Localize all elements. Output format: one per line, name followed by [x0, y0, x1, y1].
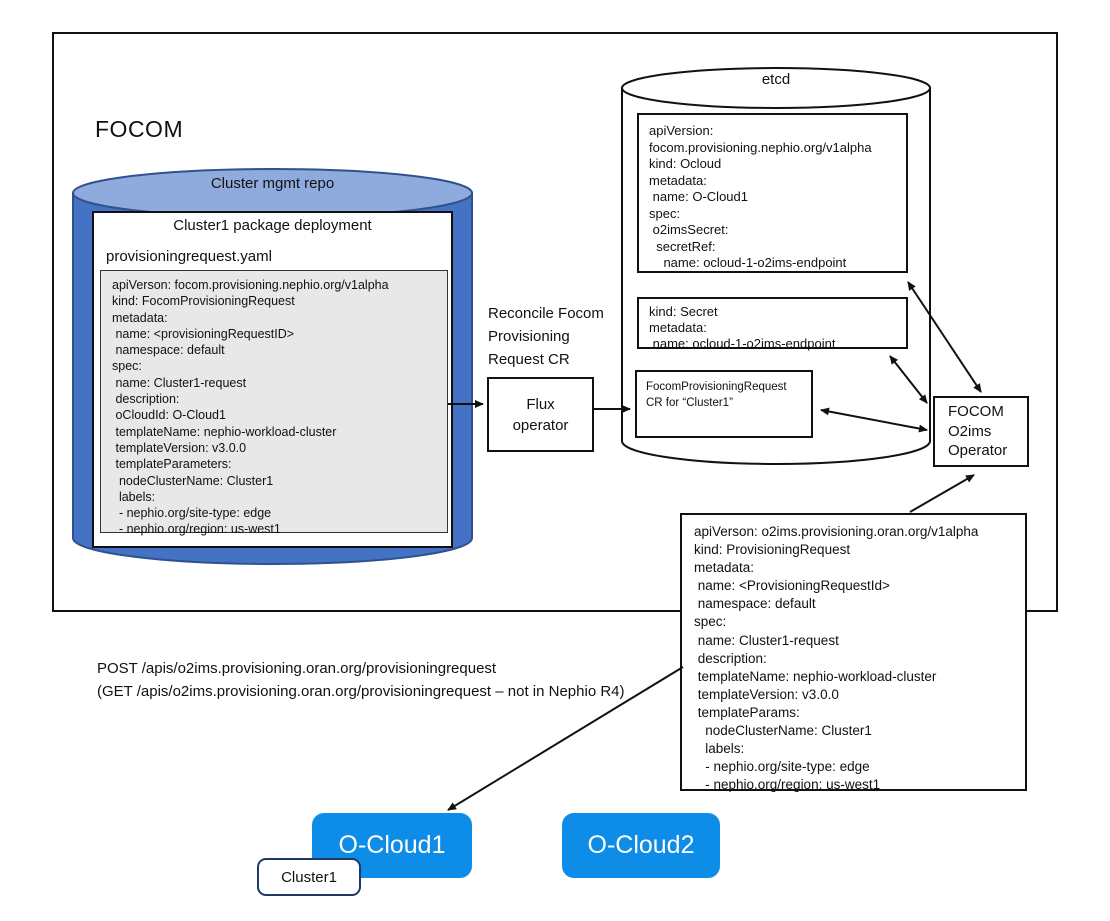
repo-cylinder-title: Cluster mgmt repo [210, 175, 335, 192]
o2ims-provisioning-request-yaml-box: apiVerson: o2ims.provisioning.oran.org/v… [680, 513, 1027, 792]
ocloud-cr-box: apiVersion: focom.provisioning.nephio.or… [637, 113, 908, 273]
focom-provisioning-request-yaml-code: apiVerson: focom.provisioning.nephio.org… [100, 270, 448, 536]
reconcile-note: Reconcile Focom Provisioning Request CR [488, 305, 604, 368]
cluster1-node: Cluster1 [257, 858, 361, 896]
api-endpoints-note: POST /apis/o2ims.provisioning.oran.org/p… [97, 660, 625, 700]
ocloud2-node: O-Cloud2 [562, 813, 720, 878]
package-box-title: Cluster1 package deployment [173, 217, 372, 234]
focom-o2ims-operator-box: FOCOM O2ims Operator [933, 396, 1029, 467]
focom-boundary-rect [52, 32, 1058, 612]
secret-cr-box: kind: Secret metadata: name: ocloud-1-o2… [637, 297, 908, 351]
focom-label: FOCOM [95, 116, 184, 142]
provisioningrequest-yaml-filename: provisioningrequest.yaml [106, 248, 272, 265]
flux-operator-box: Flux operator [487, 377, 594, 452]
etcd-cylinder-title: etcd [761, 71, 791, 88]
focom-provisioning-request-cr-box: FocomProvisioningRequest CR for “Cluster… [635, 370, 813, 438]
